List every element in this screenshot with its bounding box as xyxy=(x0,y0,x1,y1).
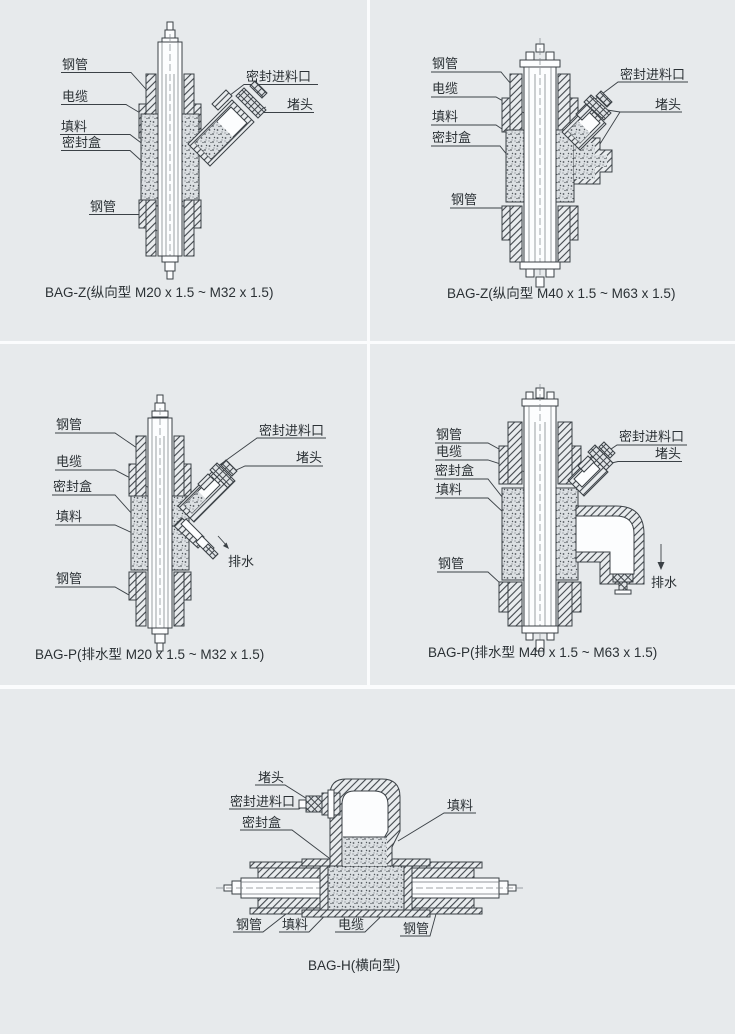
label-seal-box: 密封盒 xyxy=(62,135,101,150)
bottom-cap xyxy=(521,625,559,652)
caption-bag-p-small: BAG-P(排水型 M20 x 1.5 ~ M32 x 1.5) xyxy=(35,647,264,662)
label-filler: 填料 xyxy=(56,509,82,524)
panel-bag-p-small: 钢管 电缆 密封盒 填料 钢管 密封进料口 堵头 排水 BAG-P(排水型 M2… xyxy=(0,344,367,685)
seal-inlet-port xyxy=(575,103,593,121)
label-steel-pipe-bottom: 钢管 xyxy=(451,192,477,207)
label-steel-pipe-top: 钢管 xyxy=(56,417,82,432)
seal-inlet-port xyxy=(577,455,595,473)
label-steel-pipe-top: 钢管 xyxy=(432,56,458,71)
seal-inlet-port xyxy=(211,89,233,111)
label-filler-top: 填料 xyxy=(447,798,473,813)
cable xyxy=(523,38,557,290)
label-plug: 堵头 xyxy=(655,97,681,112)
panel-bag-z-small: 钢管 电缆 填料 密封盒 钢管 密封进料口 堵头 BAG-Z(纵向型 M20 x… xyxy=(0,0,367,341)
steel-pipe-bottom xyxy=(498,581,582,627)
plug xyxy=(235,87,267,119)
label-drain: 排水 xyxy=(651,575,677,590)
seal-box-body xyxy=(301,858,431,918)
label-plug: 堵头 xyxy=(296,450,322,465)
label-drain: 排水 xyxy=(228,554,254,569)
label-steel-pipe-bottom: 钢管 xyxy=(56,571,82,586)
bottom-cap xyxy=(161,255,179,280)
bag-p-large-drawing: 钢管 电缆 密封盒 填料 钢管 密封进料口 堵头 排水 BAG-P(排水型 M4… xyxy=(428,384,687,660)
bag-z-large-drawing: 钢管 电缆 填料 密封盒 钢管 密封进料口 堵头 BAG-Z(纵向型 M40 x… xyxy=(431,38,688,301)
caption-bag-z-large: BAG-Z(纵向型 M40 x 1.5 ~ M63 x 1.5) xyxy=(447,286,675,301)
label-cable: 电缆 xyxy=(338,917,364,932)
label-plug: 堵头 xyxy=(258,770,284,785)
seal-inlet-port xyxy=(298,789,341,819)
caption-bag-h: BAG-H(横向型) xyxy=(308,958,400,973)
label-seal-inlet: 密封进料口 xyxy=(246,69,311,84)
seal-box-body xyxy=(505,129,613,203)
label-cable: 电缆 xyxy=(62,89,88,104)
bottom-cap xyxy=(519,261,561,288)
drain-spout xyxy=(173,517,219,560)
plug xyxy=(209,462,236,489)
label-cable: 电缆 xyxy=(432,81,458,96)
panel-bag-z-large: 钢管 电缆 填料 密封盒 钢管 密封进料口 堵头 BAG-Z(纵向型 M40 x… xyxy=(370,0,735,341)
branch-port xyxy=(567,441,616,497)
branch-port xyxy=(561,90,613,151)
label-seal-box: 密封盒 xyxy=(435,463,474,478)
label-seal-inlet: 密封进料口 xyxy=(620,67,685,82)
label-seal-box: 密封盒 xyxy=(242,815,281,830)
seal-inlet-port xyxy=(197,473,215,491)
label-seal-inlet: 密封进料口 xyxy=(230,794,295,809)
label-filler: 填料 xyxy=(432,109,458,124)
branch-port xyxy=(177,459,238,523)
plug xyxy=(583,94,612,121)
steel-pipe-bottom xyxy=(501,205,579,263)
label-steel-pipe-bottom: 钢管 xyxy=(438,556,464,571)
drain-plug xyxy=(612,573,634,583)
cable xyxy=(147,408,173,640)
caption-bag-z-small: BAG-Z(纵向型 M20 x 1.5 ~ M32 x 1.5) xyxy=(45,285,273,300)
label-filler: 填料 xyxy=(436,482,462,497)
bag-z-small-drawing: 钢管 电缆 填料 密封盒 钢管 密封进料口 堵头 BAG-Z(纵向型 M20 x… xyxy=(45,21,318,300)
steel-pipe-bottom xyxy=(128,571,192,627)
bottom-cap xyxy=(151,627,169,652)
steel-pipe-bottom xyxy=(138,199,202,257)
label-plug: 堵头 xyxy=(287,97,313,112)
cable xyxy=(157,34,183,264)
plug xyxy=(305,795,323,813)
label-cable: 电缆 xyxy=(56,454,82,469)
panel-bag-h: 堵头 密封进料口 密封盒 填料 钢管 填料 电缆 钢管 BAG-H(横向型) xyxy=(0,689,735,1034)
plug xyxy=(587,444,614,471)
label-steel-pipe-right: 钢管 xyxy=(403,921,429,936)
branch-port xyxy=(187,80,268,167)
bag-h-drawing: 堵头 密封进料口 密封盒 填料 钢管 填料 电缆 钢管 BAG-H(横向型) xyxy=(216,770,524,973)
drain-elbow xyxy=(575,505,645,595)
steel-pipe-top xyxy=(498,421,582,485)
branch-port xyxy=(329,778,401,867)
label-plug: 堵头 xyxy=(655,446,681,461)
label-steel-pipe-top: 钢管 xyxy=(436,427,462,442)
label-seal-inlet: 密封进料口 xyxy=(619,429,684,444)
label-seal-inlet: 密封进料口 xyxy=(259,423,324,438)
steel-pipe-top xyxy=(501,73,579,133)
label-cable: 电缆 xyxy=(436,444,462,459)
label-filler: 填料 xyxy=(61,119,87,134)
label-steel-pipe-left: 钢管 xyxy=(236,917,262,932)
label-filler-bottom: 填料 xyxy=(282,917,308,932)
caption-bag-p-large: BAG-P(排水型 M40 x 1.5 ~ M63 x 1.5) xyxy=(428,645,657,660)
label-steel-pipe-bottom: 钢管 xyxy=(90,199,116,214)
label-steel-pipe-top: 钢管 xyxy=(62,57,88,72)
label-seal-box: 密封盒 xyxy=(432,130,471,145)
panel-bag-p-large: 钢管 电缆 密封盒 填料 钢管 密封进料口 堵头 排水 BAG-P(排水型 M4… xyxy=(370,344,735,685)
bag-p-small-drawing: 钢管 电缆 密封盒 填料 钢管 密封进料口 堵头 排水 BAG-P(排水型 M2… xyxy=(35,394,326,662)
label-seal-box: 密封盒 xyxy=(53,479,92,494)
cable xyxy=(523,384,557,646)
